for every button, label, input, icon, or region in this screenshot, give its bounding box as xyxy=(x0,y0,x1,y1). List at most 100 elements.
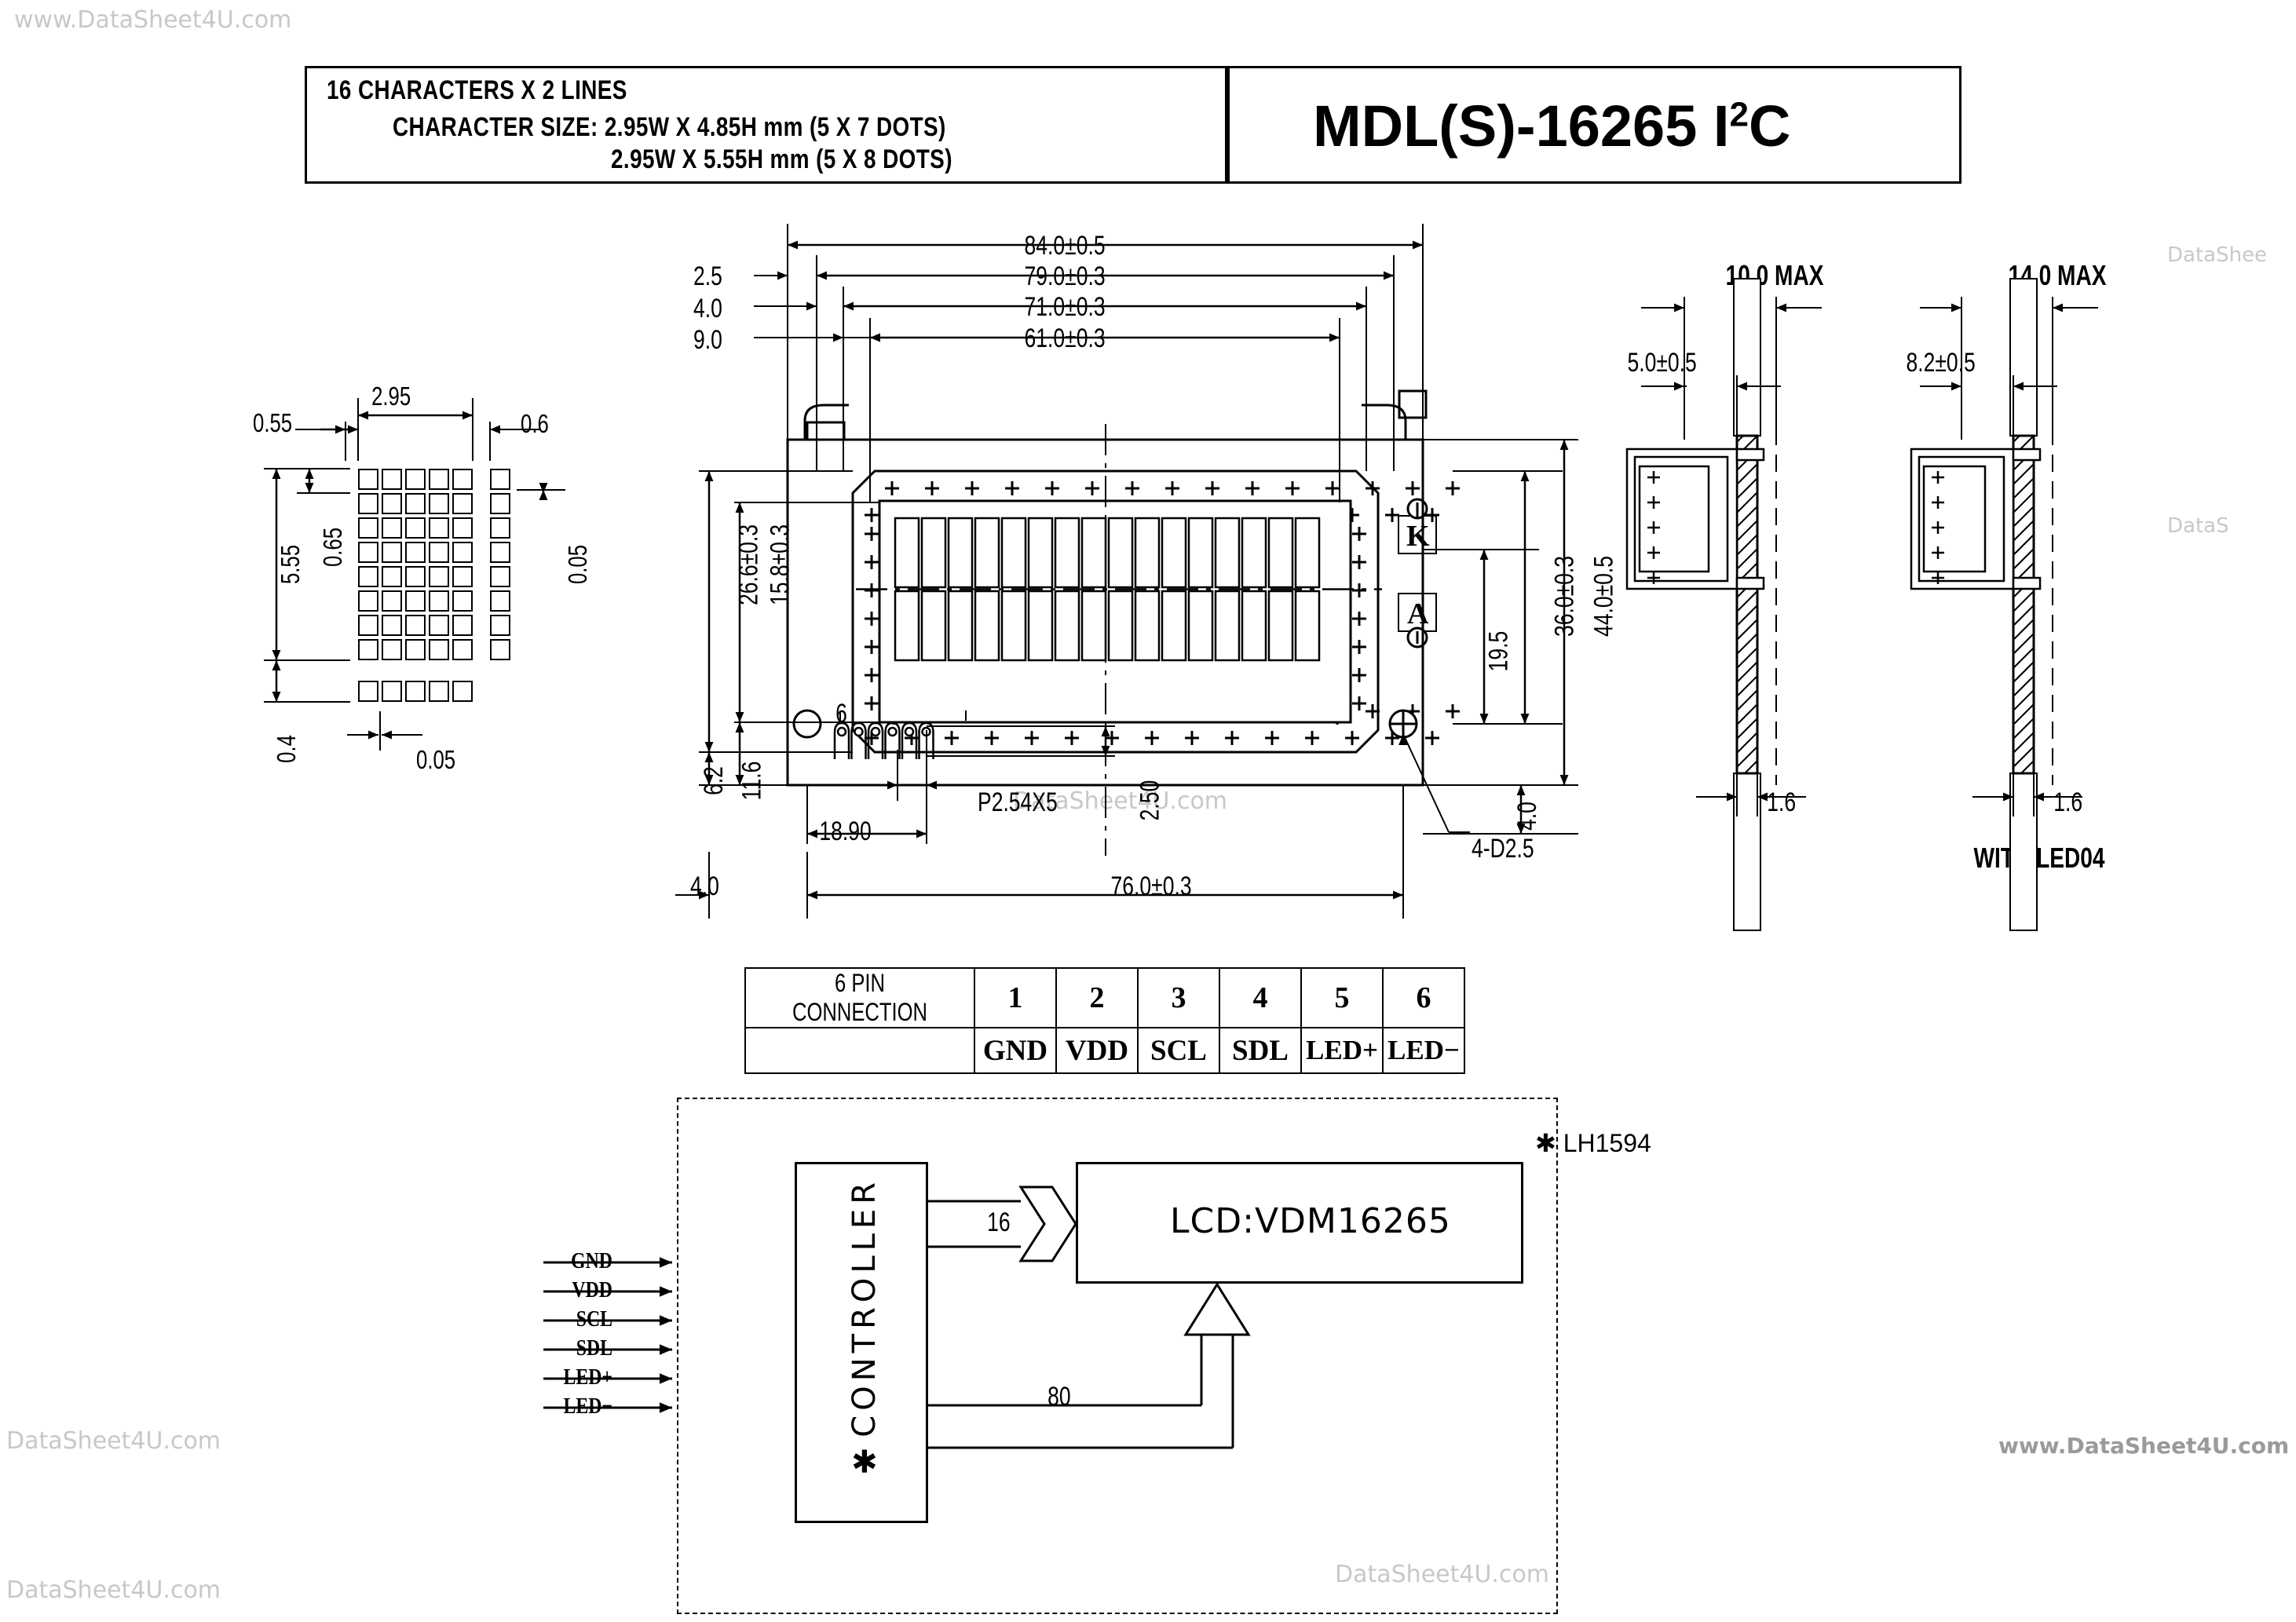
dot-cell-adjacent xyxy=(490,493,510,514)
block-diagram-boundary xyxy=(677,1098,1558,1614)
dim-bottom-4p0: 4.0 xyxy=(690,871,719,901)
sv2-thickness: 1.6 xyxy=(2053,787,2083,817)
dot-cell xyxy=(452,469,473,490)
sv2-inner-dim: 8.2±0.5 xyxy=(1906,348,1976,378)
watermark: www.DataSheet4U.com xyxy=(14,6,292,34)
dm-dim-bottom-gap-value: 0.4 xyxy=(271,735,301,763)
pin-table-row-label: 6 PIN CONNECTION xyxy=(744,967,975,1028)
dot-cell xyxy=(382,517,402,539)
pin-name-5: LED+ xyxy=(1300,1027,1384,1074)
pin-num-4: 4 xyxy=(1219,967,1302,1028)
dm-dim-cell-height: 0.65 xyxy=(308,528,358,567)
led-terminal-a-label: A xyxy=(1407,597,1429,630)
dim-36-value: 36.0±0.3 xyxy=(1549,555,1580,637)
dim-36: 36.0±0.3 xyxy=(1513,556,1617,637)
dim-19p5: 19.5 xyxy=(1473,631,1525,672)
pin-name-6: LED− xyxy=(1382,1027,1465,1074)
pin-number-1: 1 xyxy=(961,699,973,729)
watermark: DataSheet4U.com xyxy=(6,1427,221,1455)
dm-dim-width: 2.95 xyxy=(371,382,411,411)
watermark: DataShee xyxy=(2167,243,2268,267)
dim-offset-9p0: 9.0 xyxy=(693,325,722,355)
pin-table-row-label-text: 6 PIN CONNECTION xyxy=(792,969,928,1026)
dot-cell xyxy=(429,469,449,490)
dot-cell xyxy=(382,639,402,660)
table-row: 6 PIN CONNECTION 1 2 3 4 5 6 xyxy=(744,967,1465,1028)
dot-cell xyxy=(429,542,449,563)
note-marker-icon: ✱ xyxy=(1535,1129,1556,1157)
dot-cell xyxy=(452,615,473,636)
dot-cell xyxy=(358,639,378,660)
part-number-superscript: 2 xyxy=(1729,95,1749,134)
dm-dim-left-gap: 0.55 xyxy=(253,408,293,437)
dot-cell xyxy=(405,542,426,563)
dim-15p8: 15.8±0.3 xyxy=(729,524,832,605)
dm-dim-row-gap-value: 0.05 xyxy=(563,544,593,585)
dot-cell xyxy=(358,590,378,612)
dim-18p90: 18.90 xyxy=(819,816,872,846)
dot-cell xyxy=(429,493,449,514)
dot-cell xyxy=(429,615,449,636)
dot-cell xyxy=(405,493,426,514)
dim-pitch: P2.54X5 xyxy=(978,787,1058,817)
sv1-inner-dim: 5.0±0.5 xyxy=(1627,348,1697,378)
pin-num-3: 3 xyxy=(1137,967,1220,1028)
dot-cell xyxy=(452,542,473,563)
dot-cell-adjacent xyxy=(490,566,510,587)
block-signal-label: GND xyxy=(571,1249,612,1273)
sv2-caption: WITH LED04 xyxy=(1973,842,2105,874)
bus-width-16: 16 xyxy=(987,1207,1011,1237)
controller-label-wrap: ✱CONTROLLER xyxy=(846,1178,883,1507)
lcd-block-label: LCD:VDM16265 xyxy=(1170,1201,1451,1241)
dim-6p2-value: 6.2 xyxy=(699,766,729,795)
dim-pin-depth-value: 2.50 xyxy=(1135,780,1165,821)
pin-num-5: 5 xyxy=(1300,967,1384,1028)
dot-cell-nextline xyxy=(452,681,473,702)
block-signal-label: SCL xyxy=(576,1307,612,1332)
block-diagram-note: ✱ LH1594 xyxy=(1535,1128,1651,1158)
dot-cell-nextline xyxy=(358,681,378,702)
tab-line xyxy=(843,405,844,407)
sv1-thickness: 1.6 xyxy=(1767,787,1797,817)
controller-label-text: CONTROLLER xyxy=(846,1178,883,1438)
dot-cell-adjacent xyxy=(490,590,510,612)
controller-marker: ✱ xyxy=(846,1437,883,1478)
dim-pin-depth: 2.50 xyxy=(1124,780,1176,821)
dm-dim-right-gap: 0.6 xyxy=(521,409,549,438)
bus-width-80: 80 xyxy=(1047,1382,1071,1412)
watermark: www.DataSheet4U.com xyxy=(1998,1433,2290,1459)
dim-offset-2p5: 2.5 xyxy=(693,261,722,291)
sv1-title: 10.0 MAX xyxy=(1725,259,1824,291)
dot-cell xyxy=(405,615,426,636)
dot-cell xyxy=(405,639,426,660)
dm-dim-col-gap: 0.05 xyxy=(416,745,456,774)
dot-cell-nextline xyxy=(405,681,426,702)
dot-cell xyxy=(358,517,378,539)
dim-15p8-value: 15.8±0.3 xyxy=(765,524,795,606)
dim-11p6: 11.6 xyxy=(727,762,777,801)
led-terminal-k-label: K xyxy=(1406,520,1430,553)
dot-cell xyxy=(358,615,378,636)
page-title: MDL(S)-16265 I2C xyxy=(1313,93,1790,159)
dot-cell xyxy=(429,639,449,660)
note-text: LH1594 xyxy=(1563,1129,1651,1157)
spec-line-1: 16 CHARACTERS X 2 LINES xyxy=(327,75,627,105)
dot-cell xyxy=(429,590,449,612)
sv2-title: 14.0 MAX xyxy=(2008,259,2107,291)
dim-19p5-value: 19.5 xyxy=(1483,630,1514,672)
dot-cell xyxy=(382,542,402,563)
part-number-tail: C xyxy=(1748,93,1791,159)
dot-cell xyxy=(452,639,473,660)
dot-cell xyxy=(382,615,402,636)
dm-dim-height-value: 5.55 xyxy=(276,544,305,585)
dm-dim-row-gap: 0.05 xyxy=(553,545,603,584)
dim-84: 84.0±0.5 xyxy=(1024,231,1106,261)
block-signal-label: LED+ xyxy=(563,1365,612,1390)
pin-table-blank xyxy=(744,1027,975,1074)
watermark: DataSheet4U.com xyxy=(6,1576,221,1604)
dim-79: 79.0±0.3 xyxy=(1024,261,1106,291)
pin-name-1: GND xyxy=(974,1027,1057,1074)
dot-cell xyxy=(405,566,426,587)
dot-cell xyxy=(452,566,473,587)
table-row: GND VDD SCL SDL LED+ LED− xyxy=(744,1027,1465,1074)
